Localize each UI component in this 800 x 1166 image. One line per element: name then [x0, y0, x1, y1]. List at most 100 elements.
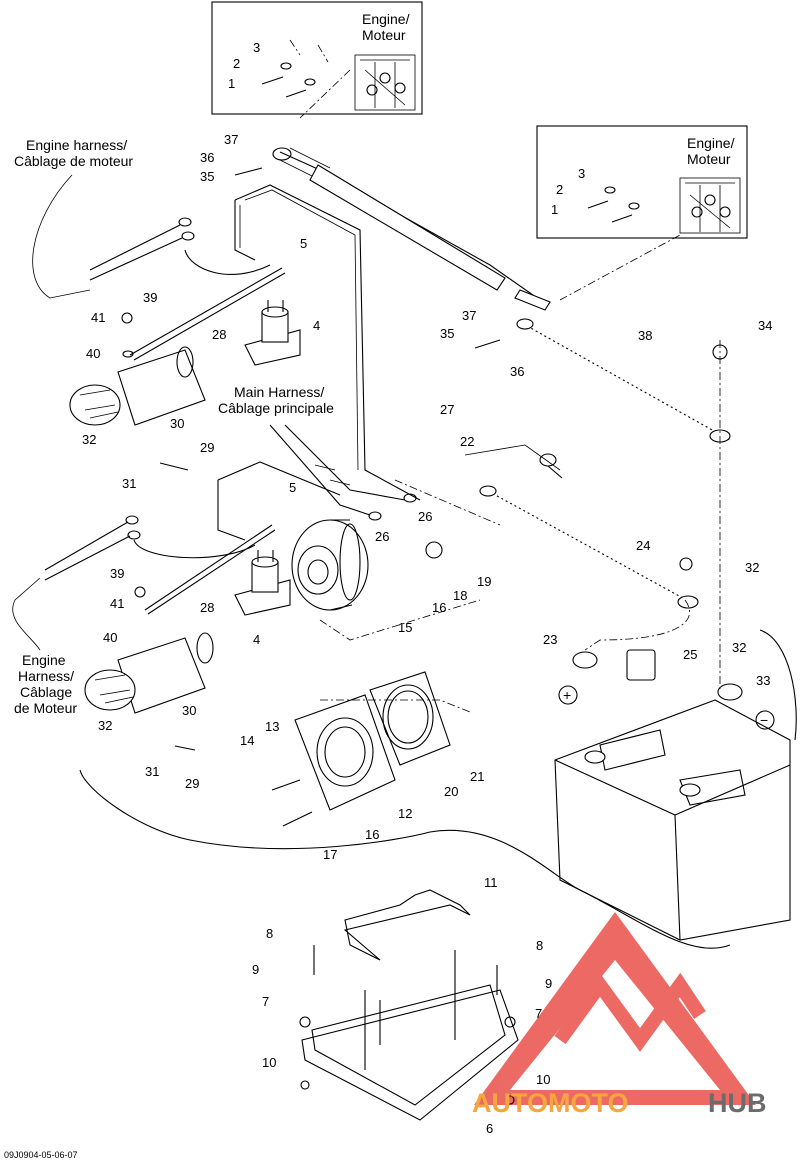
positive-cable-22 [464, 444, 699, 609]
gasket-21 [369, 671, 451, 766]
callout-c4b: 4 [253, 632, 260, 647]
callout-c39a: 39 [143, 290, 157, 305]
callout-c16a: 16 [432, 600, 446, 615]
callout-c35a: 35 [200, 169, 214, 184]
titles: Engine/ Moteur Engine/ Moteur Engine har… [14, 11, 735, 716]
ground-cable-38 [516, 318, 732, 444]
engine-title-top-l1: Engine/ [362, 11, 410, 27]
callout-c37b: 37 [462, 308, 476, 323]
engine-harness-title-l2: Câblage de moteur [14, 153, 133, 169]
main-harness-title-l1: Main Harness/ [234, 384, 324, 400]
callout-c10a: 10 [262, 1055, 276, 1070]
battery-tray [301, 889, 519, 1121]
engine-title-right-l2: Moteur [687, 151, 731, 167]
engine-harness-leads-lower [44, 461, 341, 615]
callout-c21: 21 [470, 769, 484, 784]
solenoid-upper [244, 300, 301, 366]
mounting-plate-12 [294, 694, 396, 811]
main-harness-leads [269, 424, 417, 521]
callout-c15: 15 [398, 620, 412, 635]
callout-c30a: 30 [170, 416, 184, 431]
callout-c8b: 8 [536, 938, 543, 953]
solenoid-lower [234, 550, 291, 616]
callout-c2b: 2 [556, 182, 563, 197]
callout-c4a: 4 [313, 318, 320, 333]
callout-c35b: 35 [440, 326, 454, 341]
watermark-triangle [474, 912, 756, 1105]
callout-c27: 27 [440, 402, 454, 417]
callout-c37a: 37 [224, 132, 238, 147]
callout-c31a: 31 [122, 476, 136, 491]
callout-c1b: 1 [551, 202, 558, 217]
callout-c6: 6 [486, 1121, 493, 1136]
engine-harness-title-l1: Engine harness/ [26, 137, 127, 153]
callout-c23: 23 [543, 632, 557, 647]
callout-c9b: 9 [545, 976, 552, 991]
fasteners [121, 167, 728, 1105]
callout-c38: 38 [638, 328, 652, 343]
engine-harness2-l3: Câblage [20, 684, 72, 700]
minus-sign: − [760, 712, 768, 728]
watermark-logo [474, 912, 756, 1105]
callout-c31b: 31 [145, 764, 159, 779]
engine-inset-top [211, 1, 423, 119]
watermark-text-1: AUTOMOTO [472, 1088, 629, 1118]
callout-c40a: 40 [86, 346, 100, 361]
battery [554, 699, 791, 941]
callout-c22: 22 [460, 434, 474, 449]
ground-cable-upper [272, 147, 551, 311]
callout-c19: 19 [477, 574, 491, 589]
callout-c24: 24 [636, 538, 650, 553]
callout-c14: 14 [240, 733, 254, 748]
starter-motor-lower [84, 632, 214, 714]
callout-c20: 20 [444, 784, 458, 799]
callout-c7b: 7 [535, 1006, 542, 1021]
callout-c5a: 5 [300, 236, 307, 251]
callout-c30b: 30 [182, 703, 196, 718]
callout-c41a: 41 [91, 310, 105, 325]
callout-c8a: 8 [266, 926, 273, 941]
engine-harness2-l1: Engine [22, 652, 66, 668]
connector-lines [12, 174, 797, 949]
callout-c28a: 28 [212, 327, 226, 342]
callout-labels: 1231233736355394128440323029313735363834… [82, 40, 772, 1136]
callout-c28b: 28 [200, 600, 214, 615]
callout-c5b: 5 [289, 480, 296, 495]
cable-28-upper [122, 267, 286, 361]
callout-c17: 17 [323, 847, 337, 862]
flywheel-assembly [291, 519, 369, 611]
callout-c2a: 2 [233, 56, 240, 71]
callout-c36b: 36 [510, 364, 524, 379]
starter-motor-upper [69, 346, 206, 426]
callout-c29b: 29 [185, 776, 199, 791]
callout-c40b: 40 [103, 630, 117, 645]
callout-c7a: 7 [262, 994, 269, 1009]
callout-c26a: 26 [418, 509, 432, 524]
main-harness-title-l2: Câblage principale [218, 400, 334, 416]
callout-c26b: 26 [375, 529, 389, 544]
callout-c32d: 32 [98, 718, 112, 733]
callout-c11: 11 [484, 875, 498, 890]
battery-clamps [558, 649, 775, 730]
callout-c29a: 29 [200, 440, 214, 455]
callout-c16b: 16 [365, 827, 379, 842]
callout-c1a: 1 [228, 76, 235, 91]
callout-c13: 13 [265, 719, 279, 734]
callout-c32c: 32 [732, 640, 746, 655]
engine-harness-leads-upper [89, 184, 421, 501]
callout-c36a: 36 [200, 150, 214, 165]
callout-c41b: 41 [110, 596, 124, 611]
callout-c33: 33 [756, 673, 770, 688]
drawing-code: 09J0904-05-06-07 [4, 1150, 78, 1160]
callout-c34: 34 [758, 318, 772, 333]
engine-title-right-l1: Engine/ [687, 135, 735, 151]
engine-harness2-l2: Harness/ [18, 668, 74, 684]
engine-title-top-l2: Moteur [362, 27, 406, 43]
callout-c25: 25 [683, 647, 697, 662]
callout-c32a: 32 [82, 432, 96, 447]
callout-c10b: 10 [536, 1072, 550, 1087]
callout-c18: 18 [453, 588, 467, 603]
callout-c9a: 9 [252, 962, 259, 977]
engine-harness2-l4: de Moteur [14, 700, 77, 716]
